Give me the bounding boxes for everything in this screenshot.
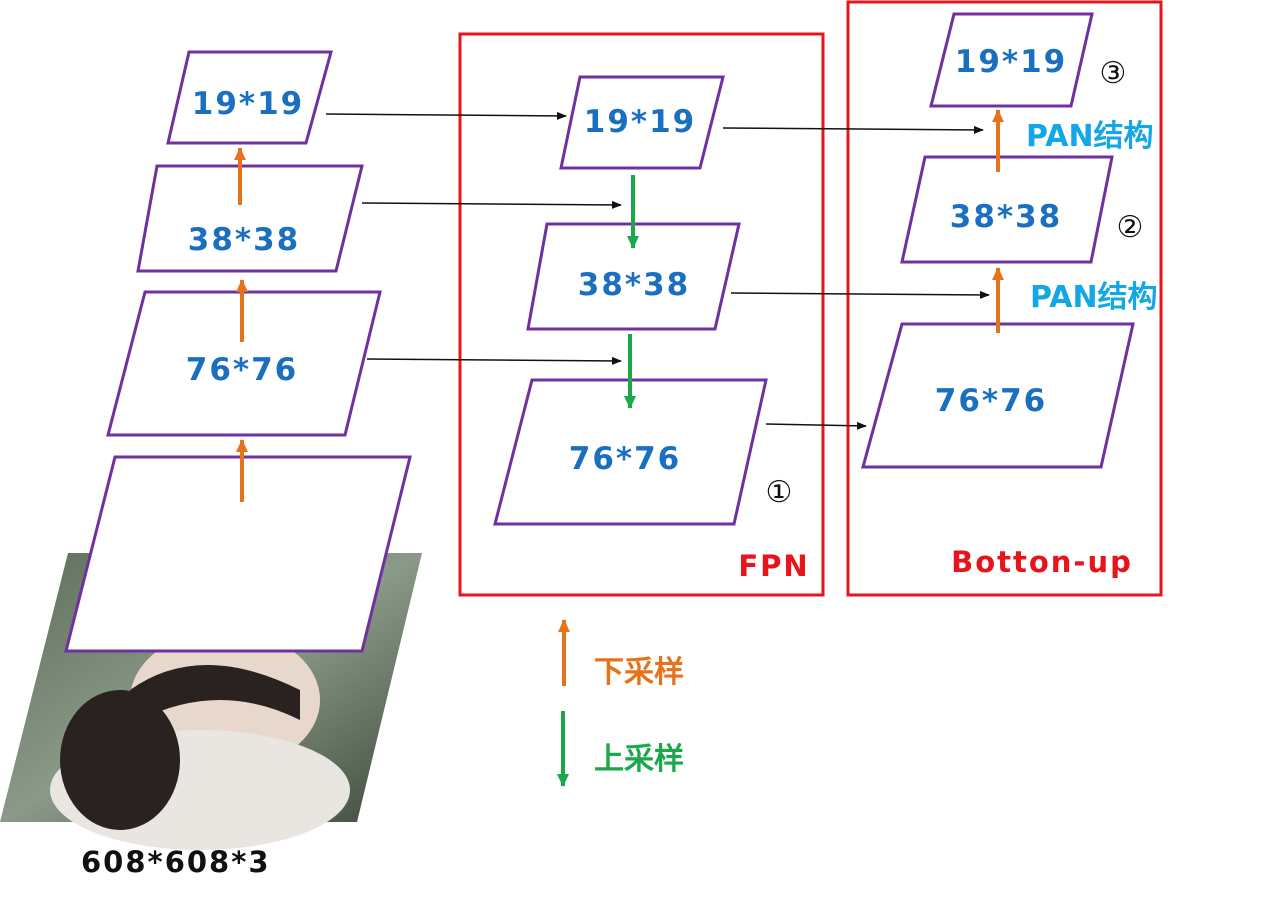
fpn-label-76: 76*76 (569, 441, 682, 477)
backbone-level-76 (106, 290, 382, 437)
bottom-up-level-76 (861, 322, 1135, 469)
arrow-right-icon (325, 111, 567, 120)
backbone-level-38 (136, 164, 364, 273)
backbone-input-frame (64, 455, 412, 653)
bottom-up-box (846, 0, 1163, 597)
bottom-up-marker-3: ③ (1100, 56, 1127, 91)
fpn-label-19: 19*19 (584, 104, 697, 140)
legend-downsample: 下采样 (594, 655, 684, 690)
fpn-title: FPN (738, 549, 809, 583)
fpn-box (458, 32, 825, 597)
bottom-up-label-38: 38*38 (950, 199, 1063, 235)
bottom-up-label-19: 19*19 (955, 44, 1068, 80)
input-size-label: 608*608*3 (81, 845, 271, 879)
backbone-level-19 (166, 50, 333, 145)
fpn-level-76 (493, 378, 768, 526)
bottom-up-marker-2: ② (1117, 210, 1144, 245)
pan-label-top: PAN结构 (1026, 119, 1154, 154)
bottom-up-label-76: 76*76 (935, 383, 1048, 419)
arrow-right-icon (730, 290, 990, 299)
pan-label-bottom: PAN结构 (1030, 280, 1158, 315)
arrow-right-icon (765, 421, 867, 430)
legend: 下采样 上采样 (557, 619, 684, 787)
legend-upsample: 上采样 (594, 742, 684, 777)
bottom-up-level-38 (900, 155, 1114, 264)
fpn-level-38 (526, 222, 741, 331)
backbone-label-38: 38*38 (188, 222, 301, 258)
arrow-right-icon (361, 200, 622, 209)
bottom-up-level-19 (929, 12, 1094, 108)
backbone-label-76: 76*76 (186, 352, 299, 388)
backbone-label-19: 19*19 (192, 86, 305, 122)
bottom-up-title: Botton-up (951, 545, 1133, 579)
fpn-level-19 (559, 75, 725, 170)
fpn-label-38: 38*38 (578, 267, 691, 303)
arrow-right-icon (366, 356, 622, 365)
fpn-marker: ① (766, 475, 793, 510)
arrow-right-icon (722, 125, 984, 134)
